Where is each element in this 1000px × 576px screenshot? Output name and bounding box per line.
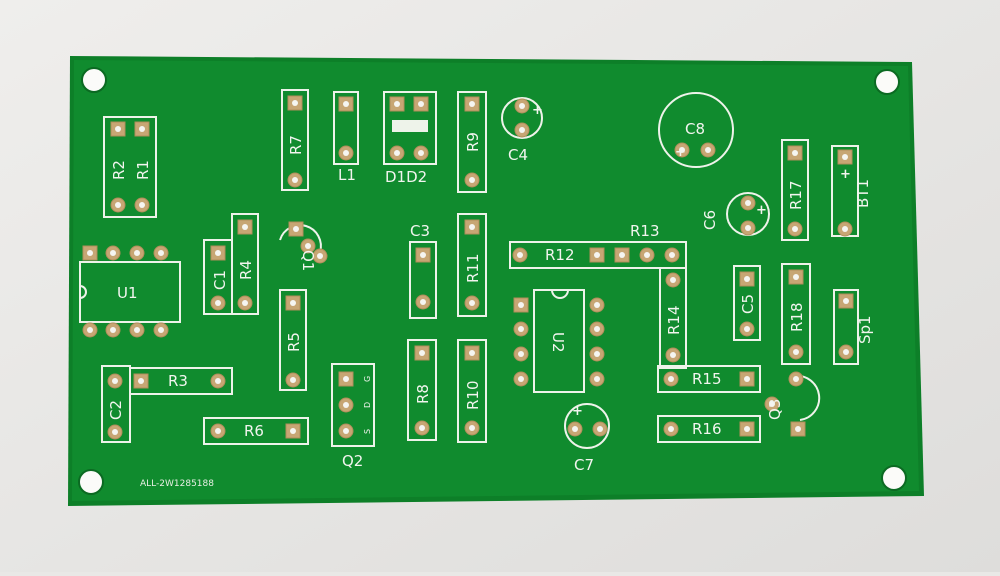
label-u2: U2 [549,332,567,353]
silkscreen-labels: R2 R1 U1 C1 R4 R7 L1 D1D2 R9 C4 C8 Q1 R5… [107,120,874,474]
label-r3: R3 [168,372,188,390]
plus-c8: + [675,145,686,160]
label-r14: R14 [665,305,683,335]
q2-pin-letters: S D G [363,376,372,434]
q2-pin-g: G [363,376,372,382]
label-r1: R1 [134,160,152,180]
plus-c4: + [532,103,543,118]
label-r7: R7 [287,135,305,155]
label-r13: R13 [630,222,660,240]
q2-pin-s: S [363,429,372,434]
d1d2-band [392,120,428,132]
label-c4: C4 [508,146,528,164]
label-bt1: BT1 [854,179,872,208]
label-sp1: Sp1 [856,315,874,344]
board-id-text: ALL-2W1285188 [140,479,214,489]
label-c6: C6 [701,210,719,230]
label-c2: C2 [107,400,125,420]
u1-notch [79,285,87,299]
label-q2: Q2 [342,452,363,470]
mounting-holes [78,67,907,495]
label-c1: C1 [211,270,229,290]
u2-notch [551,289,569,299]
label-r12: R12 [545,246,575,264]
label-r15: R15 [692,370,722,388]
label-c8: C8 [685,120,705,138]
label-r16: R16 [692,420,722,438]
label-r5: R5 [285,332,303,352]
label-c5: C5 [739,294,757,314]
label-c3: C3 [410,222,430,240]
q2-pin-d: D [363,402,372,408]
label-l1: L1 [338,166,356,184]
label-c7: C7 [574,456,594,474]
plus-bt1: + [840,167,851,182]
drill-holes [87,100,849,435]
label-r10: R10 [464,380,482,410]
label-r6: R6 [244,422,264,440]
label-r17: R17 [787,180,805,210]
label-r8: R8 [414,384,432,404]
label-r9: R9 [464,132,482,152]
label-r4: R4 [237,260,255,280]
label-u1: U1 [117,284,138,302]
polarity-marks: + + + + + [532,103,851,419]
plus-c6: + [756,203,767,218]
label-r18: R18 [788,302,806,332]
label-q1: Q1 [299,250,317,271]
label-d1d2: D1D2 [385,168,427,186]
label-r11: R11 [464,253,482,283]
label-q3: Q3 [766,399,784,420]
label-r2: R2 [110,160,128,180]
plus-c7: + [572,404,583,419]
silkscreen-outlines [79,89,859,449]
